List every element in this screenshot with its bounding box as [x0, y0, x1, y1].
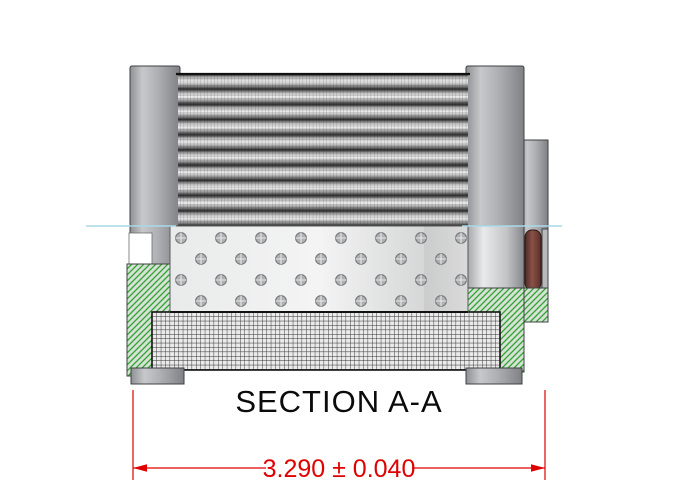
end-cap-feet: [130, 367, 523, 385]
dimension-arrow-left: [133, 464, 147, 472]
left-cap-notch: [128, 232, 153, 265]
left-foot: [130, 367, 185, 385]
dimension-overall-length: 3.290 ± 0.040: [132, 390, 546, 483]
support-mesh-band: [151, 311, 501, 371]
right-foot: [465, 367, 523, 385]
perforated-core-tube: [169, 225, 469, 313]
right-end-cap: [465, 65, 525, 291]
section-label: SECTION A-A: [235, 384, 442, 419]
dimension-text: 3.290 ± 0.040: [263, 455, 416, 483]
hatch-right-small: [523, 287, 549, 323]
o-ring-seal: [524, 228, 549, 291]
spigot-end-face: [541, 228, 549, 291]
pleated-filter-media: [176, 72, 470, 227]
dimension-arrow-right: [531, 464, 545, 472]
